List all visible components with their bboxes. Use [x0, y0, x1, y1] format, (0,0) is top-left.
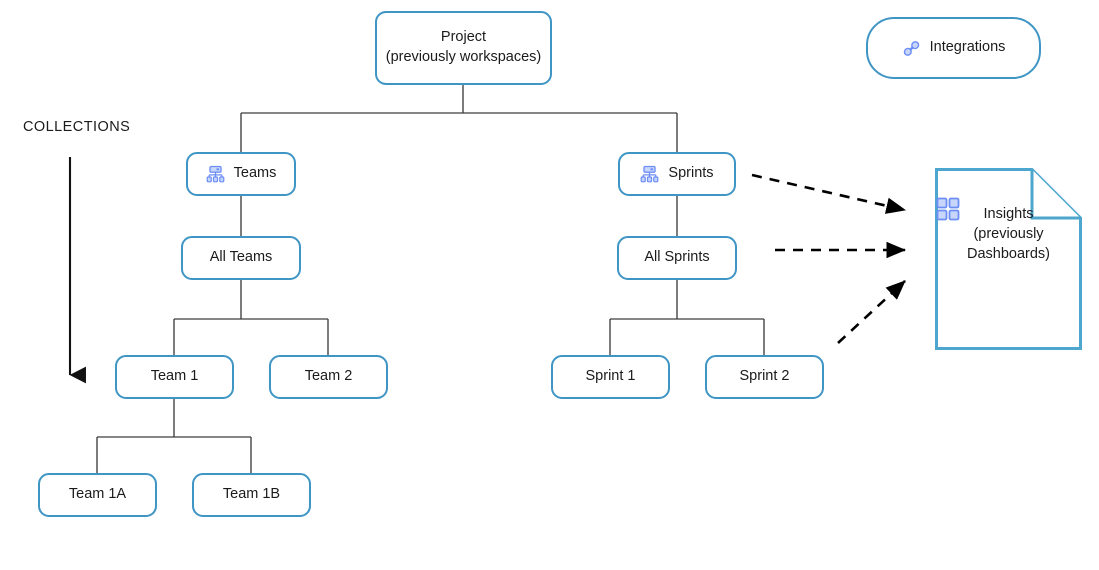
node-team-2-label: Team 2: [304, 368, 353, 385]
node-project-line2: (previously workspaces): [385, 49, 542, 65]
node-team-1-label: Team 1: [150, 368, 199, 385]
node-integrations[interactable]: Integrations: [866, 17, 1041, 79]
node-sprint-2-label: Sprint 2: [739, 368, 790, 385]
node-project-line1: Project: [440, 29, 487, 46]
node-sprints-label: Sprints: [668, 165, 714, 182]
node-sprint-2[interactable]: Sprint 2: [705, 355, 824, 399]
node-all-teams-label: All Teams: [209, 249, 273, 266]
node-all-sprints-label: All Sprints: [644, 249, 710, 266]
node-integrations-label: Integrations: [929, 39, 1006, 56]
node-insights-line2: (previously: [973, 226, 1044, 242]
node-team-1a-label: Team 1A: [68, 486, 127, 503]
node-team-1b-label: Team 1B: [222, 486, 281, 503]
node-insights-line3: Dashboards): [966, 246, 1050, 262]
node-sprint-1-label: Sprint 1: [585, 368, 636, 385]
node-teams-label: Teams: [233, 165, 277, 182]
node-sprints[interactable]: Sprints: [618, 152, 736, 196]
node-all-sprints[interactable]: All Sprints: [617, 236, 737, 280]
hierarchy-icon: [206, 165, 225, 184]
node-team-2[interactable]: Team 2: [269, 355, 388, 399]
node-project[interactable]: Project (previously workspaces): [375, 11, 552, 85]
node-teams[interactable]: Teams: [186, 152, 296, 196]
node-team-1[interactable]: Team 1: [115, 355, 234, 399]
node-all-teams[interactable]: All Teams: [181, 236, 301, 280]
hierarchy-icon: [640, 165, 659, 184]
node-team-1a[interactable]: Team 1A: [38, 473, 157, 517]
integrations-link-icon: [902, 39, 921, 58]
node-sprint-1[interactable]: Sprint 1: [551, 355, 670, 399]
collections-label: COLLECTIONS: [23, 119, 131, 135]
node-team-1b[interactable]: Team 1B: [192, 473, 311, 517]
node-insights[interactable]: Insights (previously Dashboards): [935, 168, 1082, 350]
node-insights-line1: Insights: [983, 206, 1034, 222]
